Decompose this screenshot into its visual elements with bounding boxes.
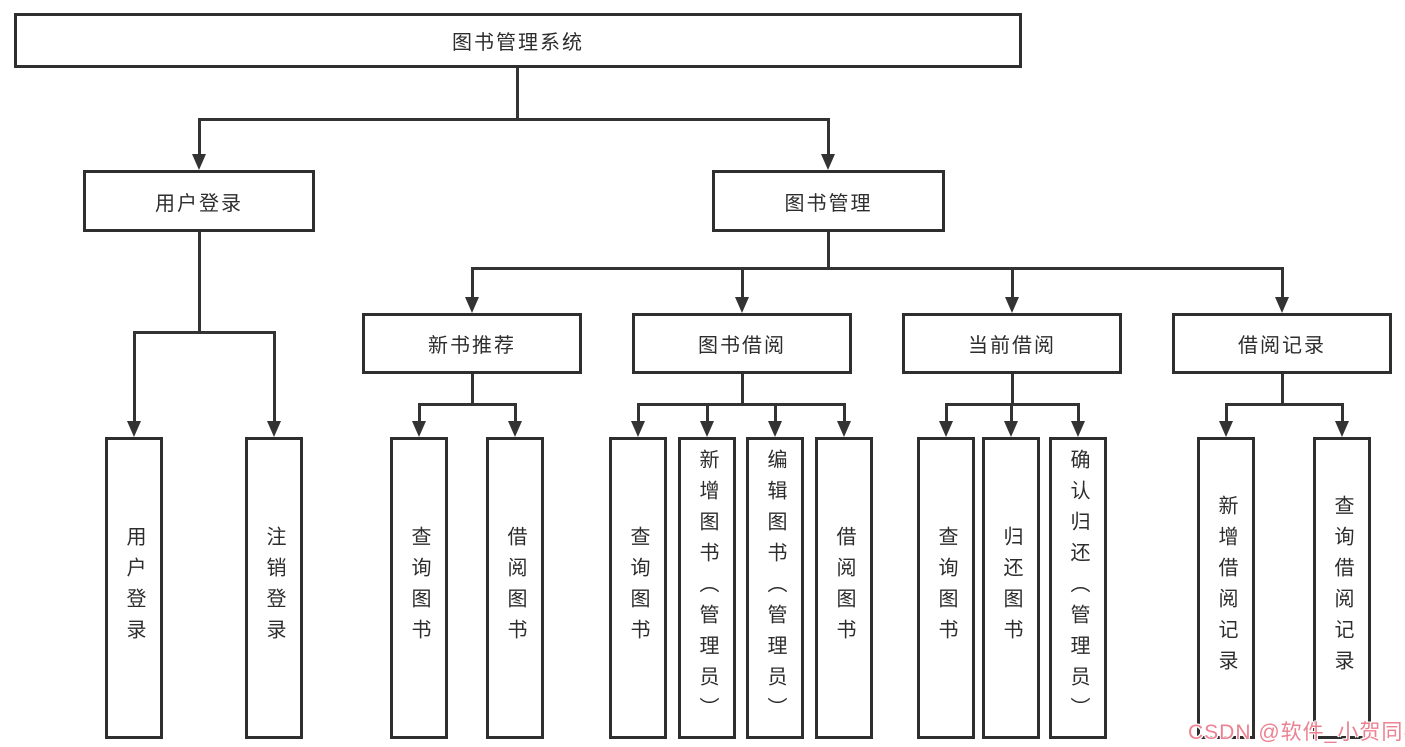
arrowhead-icon xyxy=(465,297,479,313)
leaf-label: 查询图书 xyxy=(408,526,430,650)
leaf-label: 借阅图书 xyxy=(833,526,855,650)
connector-stub-level3 xyxy=(741,267,744,299)
leaf-user-login: 用户登录 xyxy=(105,437,163,739)
connector-stub-leaf xyxy=(706,403,709,423)
connector-root-vline xyxy=(516,68,519,121)
connector-stub-level3 xyxy=(1281,267,1284,299)
leaf-query-books: 查询图书 xyxy=(609,437,667,739)
connector-stub-leaf xyxy=(1077,403,1080,423)
connector-new-book-hline xyxy=(418,403,517,406)
node-borrowing-records: 借阅记录 xyxy=(1172,313,1392,374)
arrowhead-icon xyxy=(267,421,281,437)
arrowhead-icon xyxy=(1071,421,1085,437)
arrowhead-icon xyxy=(1335,421,1349,437)
arrowhead-icon xyxy=(939,421,953,437)
node-label: 图书管理 xyxy=(784,192,873,215)
node-book-management: 图书管理 xyxy=(712,170,945,232)
arrowhead-icon xyxy=(768,421,782,437)
node-label: 用户登录 xyxy=(155,192,243,215)
connector-stub-user-login xyxy=(198,118,201,156)
leaf-logout: 注销登录 xyxy=(245,437,303,739)
connector-stub-leaf xyxy=(774,403,777,423)
connector-book-management-hline xyxy=(471,267,1284,270)
connector-stub-leaf xyxy=(514,403,517,423)
arrowhead-icon xyxy=(700,421,714,437)
leaf-label: 新增借阅记录 xyxy=(1215,495,1237,681)
connector-stub-leaf xyxy=(945,403,948,423)
leaf-label: 查询借阅记录 xyxy=(1331,495,1353,681)
connector-stub-leaf xyxy=(133,331,136,423)
csdn-watermark: CSDN @软件_小贺同学 xyxy=(1188,721,1405,744)
arrowhead-icon xyxy=(1004,421,1018,437)
leaf-borrow-books: 借阅图书 xyxy=(815,437,873,739)
connector-borrow-records-hline xyxy=(1225,403,1343,406)
connector-user-login-hline xyxy=(133,331,276,334)
connector-stub-leaf xyxy=(1341,403,1344,423)
arrowhead-icon xyxy=(412,421,426,437)
arrowhead-icon xyxy=(631,421,645,437)
leaf-label: 注销登录 xyxy=(263,526,285,650)
node-label: 新书推荐 xyxy=(428,335,516,357)
arrowhead-icon xyxy=(127,421,141,437)
arrowhead-icon xyxy=(192,154,206,170)
leaf-edit-books-admin: 编辑图书（管理员） xyxy=(746,437,804,739)
node-user-login: 用户登录 xyxy=(83,170,315,232)
node-book-management-system: 图书管理系统 xyxy=(14,13,1022,68)
leaf-query-books: 查询图书 xyxy=(917,437,975,739)
arrowhead-icon xyxy=(735,297,749,313)
leaf-return-books: 归还图书 xyxy=(982,437,1040,739)
node-label: 图书借阅 xyxy=(698,335,786,357)
arrowhead-icon xyxy=(1275,297,1289,313)
leaf-label: 编辑图书（管理员） xyxy=(764,448,786,728)
connector-book-borrow-vline xyxy=(741,374,744,406)
leaf-label: 借阅图书 xyxy=(504,526,526,650)
connector-stub-book-management xyxy=(827,118,830,156)
node-label: 当前借阅 xyxy=(968,335,1056,357)
connector-stub-level3 xyxy=(1011,267,1014,299)
arrowhead-icon xyxy=(1219,421,1233,437)
connector-user-login-vline xyxy=(198,232,201,334)
connector-stub-leaf xyxy=(418,403,421,423)
node-current-borrowing: 当前借阅 xyxy=(902,313,1122,374)
connector-stub-leaf xyxy=(273,331,276,423)
leaf-label: 确认归还（管理员） xyxy=(1067,448,1089,728)
connector-new-book-vline xyxy=(471,374,474,406)
connector-stub-leaf xyxy=(1225,403,1228,423)
connector-root-hline xyxy=(198,118,830,121)
connector-current-borrow-vline xyxy=(1011,374,1014,406)
leaf-confirm-return-admin: 确认归还（管理员） xyxy=(1049,437,1107,739)
node-label: 图书管理系统 xyxy=(452,32,584,54)
leaf-add-borrow-record: 新增借阅记录 xyxy=(1197,437,1255,739)
connector-book-management-vline xyxy=(827,232,830,270)
leaf-label: 归还图书 xyxy=(1000,526,1022,650)
arrowhead-icon xyxy=(837,421,851,437)
leaf-label: 查询图书 xyxy=(935,526,957,650)
leaf-label: 新增图书（管理员） xyxy=(696,448,718,728)
connector-stub-level3 xyxy=(471,267,474,299)
connector-book-borrow-hline xyxy=(637,403,846,406)
arrowhead-icon xyxy=(821,154,835,170)
leaf-query-borrow-record: 查询借阅记录 xyxy=(1313,437,1371,739)
connector-stub-leaf xyxy=(843,403,846,423)
node-new-book-recommend: 新书推荐 xyxy=(362,313,582,374)
node-label: 借阅记录 xyxy=(1238,335,1326,357)
arrowhead-icon xyxy=(508,421,522,437)
connector-borrow-records-vline xyxy=(1281,374,1284,406)
leaf-borrow-books: 借阅图书 xyxy=(486,437,544,739)
leaf-label: 查询图书 xyxy=(627,526,649,650)
connector-stub-leaf xyxy=(637,403,640,423)
leaf-query-books: 查询图书 xyxy=(390,437,448,739)
leaf-label: 用户登录 xyxy=(123,526,145,650)
connector-stub-leaf xyxy=(1010,403,1013,423)
node-book-borrowing: 图书借阅 xyxy=(632,313,852,374)
leaf-add-books-admin: 新增图书（管理员） xyxy=(678,437,736,739)
arrowhead-icon xyxy=(1005,297,1019,313)
